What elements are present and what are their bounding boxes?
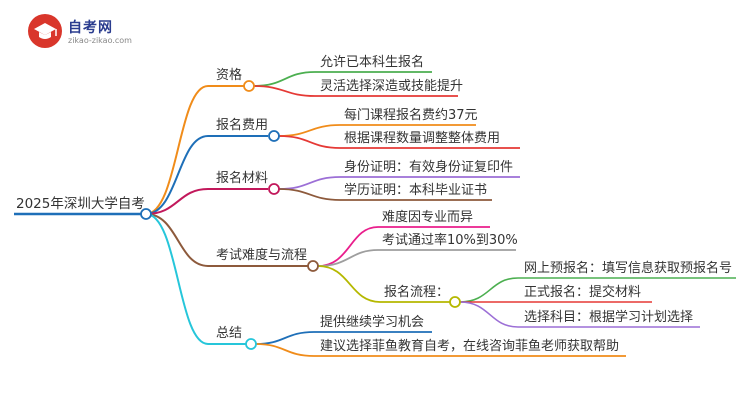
connector-eligibility-child-1 (253, 71, 432, 87)
materials-item-2: 学历证明：本科毕业证书 (344, 183, 488, 198)
connector-root-to-materials (145, 188, 268, 215)
connector-eligibility-child-2 (253, 85, 458, 97)
connector-summary-child-2 (255, 343, 626, 357)
connector-exam-child-1 (317, 226, 490, 267)
eligibility-node-circle (243, 80, 255, 92)
connector-exam-to-process (317, 265, 450, 303)
process-step-3: 选择科目：根据学习计划选择 (524, 310, 694, 325)
connector-root-to-exam (145, 213, 308, 267)
materials-node-circle (268, 183, 280, 195)
summary-item-1: 提供继续学习机会 (320, 315, 425, 330)
logo-subtitle: zikao-zikao.com (68, 36, 132, 45)
branch-eligibility: 资格 (216, 68, 243, 83)
process-node-circle (449, 296, 461, 308)
branch-summary: 总结 (216, 326, 243, 341)
connector-materials-child-2 (278, 188, 492, 201)
fee-item-1: 每门课程报名费约37元 (344, 108, 478, 123)
site-logo: 自考网 zikao-zikao.com (28, 14, 148, 50)
summary-node-circle (245, 338, 257, 350)
process-step-2: 正式报名：提交材料 (524, 285, 642, 300)
branch-materials: 报名材料 (216, 171, 269, 186)
fee-node-circle (268, 130, 280, 142)
process-label: 报名流程： (384, 285, 450, 300)
logo-title: 自考网 (68, 20, 113, 36)
graduation-cap-icon (28, 14, 62, 48)
branch-exam: 考试难度与流程 (216, 248, 308, 263)
connector-exam-child-2 (317, 249, 516, 267)
eligibility-item-2: 灵活选择深造或技能提升 (320, 79, 464, 94)
exam-node-circle (307, 260, 319, 272)
process-step-1: 网上预报名：填写信息获取预报名号 (524, 261, 733, 276)
root-node-circle (140, 208, 152, 220)
summary-item-2: 建议选择菲鱼教育自考，在线咨询菲鱼老师获取帮助 (320, 339, 620, 354)
branch-fee: 报名费用 (216, 118, 269, 133)
materials-item-1: 身份证明：有效身份证复印件 (344, 160, 514, 175)
eligibility-item-1: 允许已本科生报名 (320, 55, 425, 70)
connector-process-child-1 (459, 277, 736, 303)
root-topic: 2025年深圳大学自考 (16, 196, 145, 212)
connector-root-to-fee (145, 135, 268, 215)
fee-item-2: 根据课程数量调整整体费用 (344, 131, 501, 146)
exam-item-1: 难度因专业而异 (382, 210, 474, 225)
exam-item-2: 考试通过率10%到30% (382, 233, 518, 248)
connector-process-child-3 (459, 301, 700, 328)
connector-fee-child-2 (278, 135, 520, 149)
connector-root-to-eligibility (145, 85, 244, 215)
connector-root-to-summary (145, 213, 246, 345)
